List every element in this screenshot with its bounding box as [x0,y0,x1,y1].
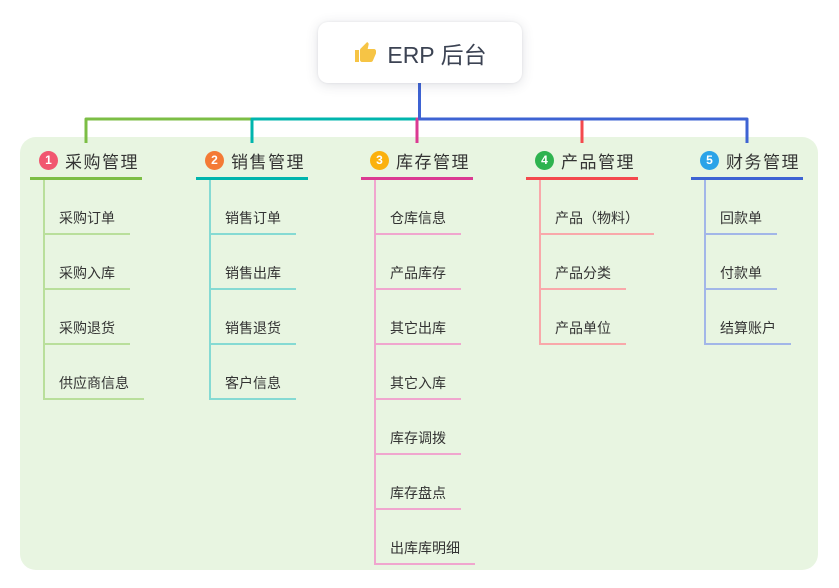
child-node-row: 出库库明细 [376,510,475,565]
child-node-5-2[interactable]: 付款单 [706,263,777,290]
child-node-row: 销售订单 [211,180,308,235]
priority-5-badge: 5 [700,151,719,170]
child-node-5-3[interactable]: 结算账户 [706,318,791,345]
thumbs-up-icon [353,41,377,65]
child-node-row: 付款单 [706,235,803,290]
child-node-row: 其它入库 [376,345,473,400]
branch-node-2: 2 销售管理销售订单销售出库销售退货客户信息 [196,150,308,400]
child-node-3-3[interactable]: 其它出库 [376,318,461,345]
child-node-row: 客户信息 [211,345,308,400]
child-node-3-4[interactable]: 其它入库 [376,373,461,400]
branch-5-connector [418,83,749,143]
priority-2-badge: 2 [205,151,224,170]
child-node-row: 结算账户 [706,290,803,345]
branch-2-connector [250,83,421,143]
child-node-row: 产品单位 [541,290,638,345]
branch-1-label: 采购管理 [65,153,139,172]
child-node-1-4[interactable]: 供应商信息 [45,373,144,400]
branch-1-connector [84,83,421,143]
root-node-label: ERP 后台 [387,41,487,68]
child-node-row: 采购入库 [45,235,142,290]
child-node-row: 供应商信息 [45,345,144,400]
branch-2-children: 销售订单销售出库销售退货客户信息 [209,180,308,400]
child-node-row: 销售退货 [211,290,308,345]
child-node-row: 库存调拨 [376,400,473,455]
child-node-3-5[interactable]: 库存调拨 [376,428,461,455]
child-node-row: 库存盘点 [376,455,473,510]
branch-node-4: 4 产品管理产品（物料） 产品分类产品单位 [526,150,654,345]
branch-node-3: 3 库存管理仓库信息产品库存其它出库其它入库库存调拨库存盘点出库库明细 [361,150,475,565]
child-node-3-2[interactable]: 产品库存 [376,263,461,290]
child-node-2-1[interactable]: 销售订单 [211,208,296,235]
child-node-row: 产品库存 [376,235,473,290]
branch-node-5: 5 财务管理回款单付款单结算账户 [691,150,803,345]
branch-3-connector [415,83,421,143]
child-node-5-1[interactable]: 回款单 [706,208,777,235]
branch-1-heading[interactable]: 1 采购管理 [30,150,142,180]
child-node-row: 其它出库 [376,290,473,345]
child-node-row: 采购订单 [45,180,142,235]
child-node-4-3[interactable]: 产品单位 [541,318,626,345]
branch-5-label: 财务管理 [726,153,800,172]
priority-4-badge: 4 [535,151,554,170]
child-node-4-1[interactable]: 产品（物料） [541,208,654,235]
child-node-1-2[interactable]: 采购入库 [45,263,130,290]
child-node-row: 产品（物料） [541,180,654,235]
branch-1-children: 采购订单采购入库采购退货供应商信息 [43,180,144,400]
child-node-1-1[interactable]: 采购订单 [45,208,130,235]
branch-2-label: 销售管理 [231,153,305,172]
child-node-3-6[interactable]: 库存盘点 [376,483,461,510]
child-node-2-2[interactable]: 销售出库 [211,263,296,290]
priority-1-badge: 1 [39,151,58,170]
branch-5-heading[interactable]: 5 财务管理 [691,150,803,180]
child-node-row: 销售出库 [211,235,308,290]
child-node-row: 产品分类 [541,235,638,290]
child-node-2-3[interactable]: 销售退货 [211,318,296,345]
priority-3-badge: 3 [370,151,389,170]
branch-4-heading[interactable]: 4 产品管理 [526,150,638,180]
child-node-row: 采购退货 [45,290,142,345]
child-node-row: 回款单 [706,180,803,235]
branch-4-connector [418,83,584,143]
branch-4-children: 产品（物料） 产品分类产品单位 [539,180,654,345]
branch-3-label: 库存管理 [396,153,470,172]
child-node-1-3[interactable]: 采购退货 [45,318,130,345]
branch-4-label: 产品管理 [561,153,635,172]
branch-3-children: 仓库信息产品库存其它出库其它入库库存调拨库存盘点出库库明细 [374,180,475,565]
branch-node-1: 1 采购管理采购订单采购入库采购退货供应商信息 [30,150,144,400]
child-node-3-7[interactable]: 出库库明细 [376,538,475,565]
child-node-3-1[interactable]: 仓库信息 [376,208,461,235]
child-node-4-2[interactable]: 产品分类 [541,263,626,290]
mindmap-background-panel [20,137,818,570]
branch-3-heading[interactable]: 3 库存管理 [361,150,473,180]
root-node[interactable]: ERP 后台 [318,22,522,83]
child-node-row: 仓库信息 [376,180,473,235]
branch-5-children: 回款单付款单结算账户 [704,180,803,345]
child-node-2-4[interactable]: 客户信息 [211,373,296,400]
branch-2-heading[interactable]: 2 销售管理 [196,150,308,180]
